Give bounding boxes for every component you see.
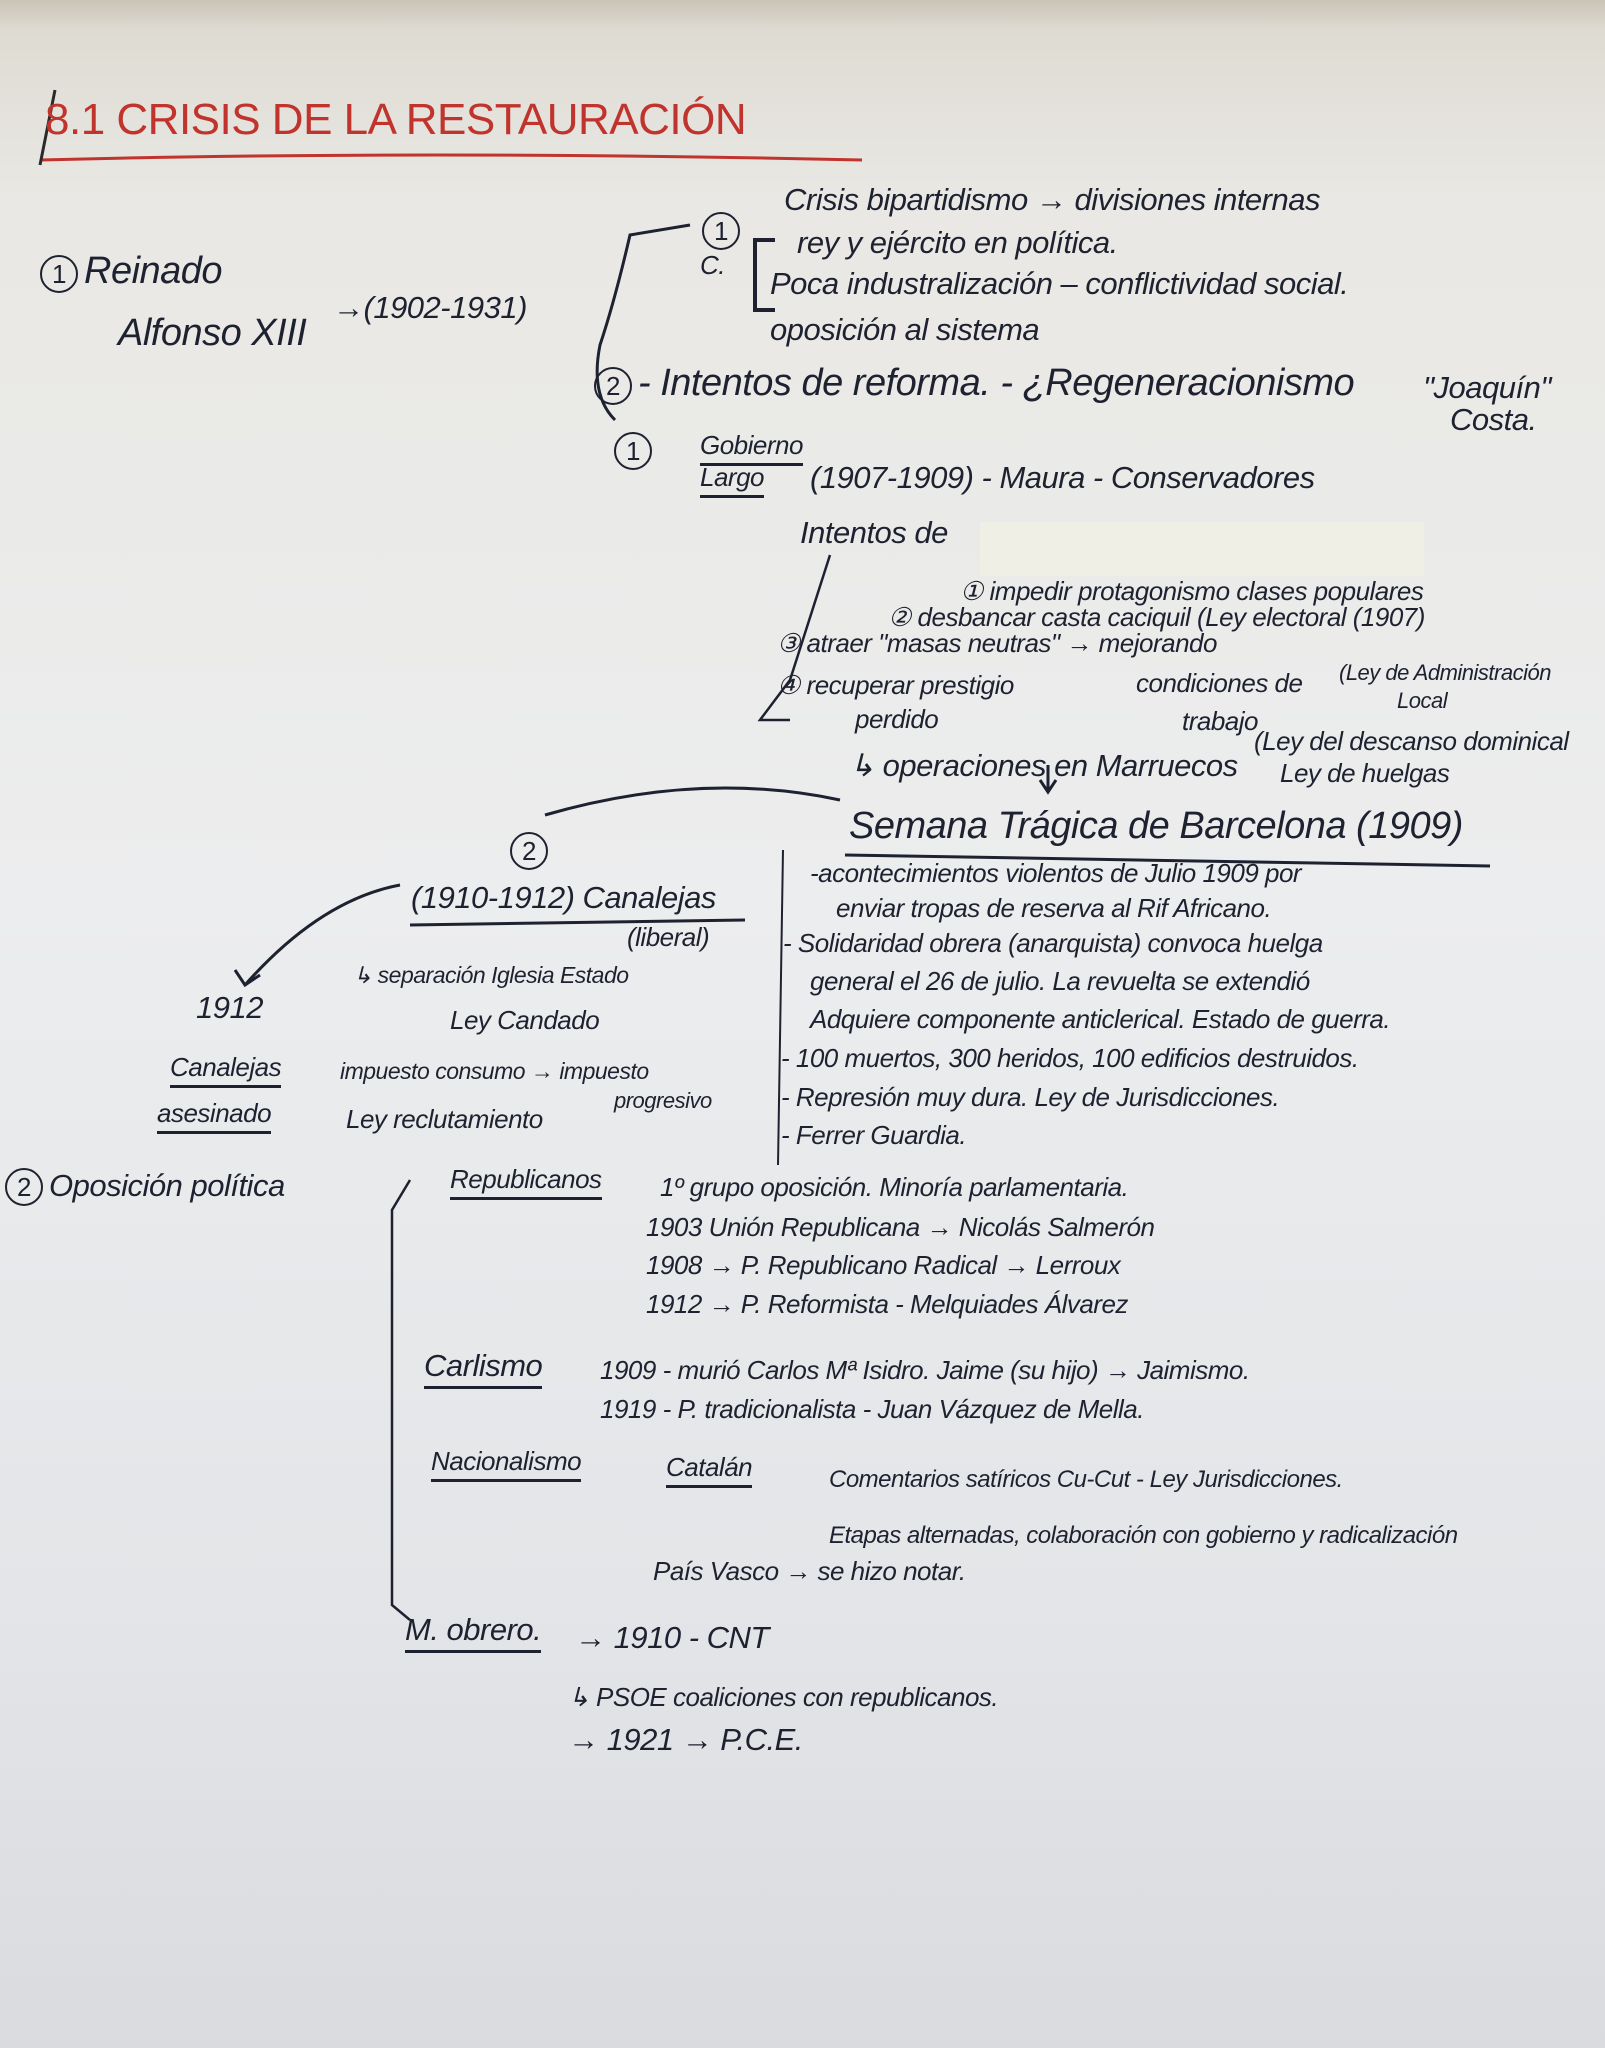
reform-heading: 2- Intentos de reforma. - ¿Regeneracioni… <box>594 362 1355 405</box>
number-circle: 1 <box>702 212 740 250</box>
carlismo-item: 1909 - murió Carlos Mª Isidro. Jaime (su… <box>600 1355 1250 1385</box>
canalejas-death-year: 1912 <box>196 990 263 1025</box>
ley-administracion: (Ley de Administración <box>1339 660 1551 685</box>
canalejas-asesinado: asesinado <box>157 1098 272 1134</box>
semana-line: Adquiere componente anticlerical. Estado… <box>810 1004 1391 1034</box>
number-circle: 2 <box>594 367 632 405</box>
heading-text: Reinado <box>84 250 223 292</box>
canalejas-number: 2 <box>510 832 554 870</box>
perdido-text: perdido <box>855 704 939 734</box>
republicanos-item: 1903 Unión Republicana → Nicolás Salmeró… <box>646 1212 1155 1242</box>
cause-item: Crisis bipartidismo → divisiones interna… <box>784 182 1320 217</box>
semana-line: - Represión muy dura. Ley de Jurisdiccio… <box>781 1082 1280 1112</box>
semana-line: - Solidaridad obrera (anarquista) convoc… <box>783 928 1323 958</box>
republicanos-item: 1912 → P. Reformista - Melquiades Álvare… <box>646 1289 1128 1319</box>
ley-administracion-local: Local <box>1397 688 1448 713</box>
carlismo-item: 1919 - P. tradicionalista - Juan Vázquez… <box>600 1394 1144 1424</box>
condiciones-text: condiciones de <box>1136 668 1303 698</box>
reform-author: "Joaquín" <box>1423 370 1551 405</box>
section-1-subheading: Alfonso XIII <box>118 312 307 354</box>
arrow-marruecos <box>1038 765 1058 795</box>
bracket-opposition <box>390 1179 412 1621</box>
aim-item: ④ recuperar prestigio <box>777 670 1014 700</box>
underline-canalejas <box>409 918 746 927</box>
semana-tragica-title: Semana Trágica de Barcelona (1909) <box>849 805 1463 847</box>
reign-dates: →(1902-1931) <box>333 290 527 325</box>
semana-line: - Ferrer Guardia. <box>781 1120 967 1150</box>
title-underline <box>39 153 863 162</box>
number-circle: 1 <box>614 432 652 470</box>
gobierno-details: (1907-1909) - Maura - Conservadores <box>810 460 1315 495</box>
arrow-to-canalejas <box>544 786 841 817</box>
underline-semana <box>844 853 1491 868</box>
intentos-label: Intentos de <box>800 515 948 550</box>
bracket-intentos <box>757 554 832 722</box>
largo-label: Largo <box>700 462 765 498</box>
cause-item: rey y ejército en política. <box>797 225 1118 260</box>
trabajo-text: trabajo <box>1182 706 1259 736</box>
heading-text: Oposición política <box>49 1168 285 1203</box>
gobierno-number: 1 <box>614 432 658 470</box>
canalejas-item: progresivo <box>614 1088 712 1113</box>
canalejas-name: Canalejas <box>170 1052 282 1088</box>
cause-item: Poca industralización – conflictividad s… <box>770 266 1349 301</box>
semana-line: -acontecimientos violentos de Julio 1909… <box>810 858 1302 888</box>
obrero-item: ↳ PSOE coaliciones con republicanos. <box>568 1682 999 1712</box>
republicanos-item: 1º grupo oposición. Minoría parlamentari… <box>660 1172 1129 1202</box>
obrero-item: → 1921 → P.C.E. <box>568 1722 803 1757</box>
movimiento-obrero-label: M. obrero. <box>405 1612 542 1653</box>
margin-line <box>38 89 57 166</box>
reform-author-surname: Costa. <box>1450 402 1537 437</box>
pais-vasco-item: País Vasco → se hizo notar. <box>653 1556 966 1586</box>
gobierno-label: Gobierno <box>700 430 803 466</box>
arrow-1912 <box>233 883 401 988</box>
aim-item: ③ atraer "masas neutras" → mejorando <box>777 628 1217 658</box>
marruecos-text: ↳ operaciones en Marruecos <box>849 748 1238 783</box>
semana-line: - 100 muertos, 300 heridos, 100 edificio… <box>781 1043 1359 1073</box>
carlismo-label: Carlismo <box>424 1348 543 1389</box>
canalejas-item: Ley reclutamiento <box>346 1104 543 1134</box>
semana-line: general el 26 de julio. La revuelta se e… <box>810 966 1310 996</box>
ley-descanso: (Ley del descanso dominical <box>1254 726 1569 756</box>
aim-item: ① impedir protagonismo clases populares <box>960 576 1424 606</box>
semana-line: enviar tropas de reserva al Rif Africano… <box>836 893 1272 923</box>
number-circle: 2 <box>5 1168 43 1206</box>
causes-tag: C. <box>700 250 726 280</box>
divider-vertical <box>777 849 784 1166</box>
causes-number: 1 <box>702 212 746 250</box>
canalejas-item: Ley Candado <box>450 1005 600 1035</box>
canalejas-party: (liberal) <box>627 922 710 952</box>
canalejas-item: ↳ separación Iglesia Estado <box>353 962 629 988</box>
aim-item: ② desbancar casta caciquil (Ley electora… <box>888 602 1425 632</box>
canalejas-title: (1910-1912) Canalejas <box>411 880 716 915</box>
catalan-item: Etapas alternadas, colaboración con gobi… <box>829 1522 1458 1549</box>
number-circle: 1 <box>40 255 78 293</box>
catalan-label: Catalán <box>666 1452 753 1488</box>
catalan-item: Comentarios satíricos Cu-Cut - Ley Juris… <box>829 1466 1343 1493</box>
canalejas-item: impuesto consumo → impuesto <box>340 1058 649 1084</box>
republicanos-item: 1908 → P. Republicano Radical → Lerroux <box>646 1250 1121 1280</box>
cause-item: oposición al sistema <box>770 312 1040 347</box>
bracket-causes <box>753 238 775 312</box>
obrero-item: → 1910 - CNT <box>575 1620 769 1655</box>
republicanos-label: Republicanos <box>450 1164 602 1200</box>
ley-huelgas: Ley de huelgas <box>1280 758 1450 788</box>
tape-strip <box>980 522 1424 576</box>
nacionalismo-label: Nacionalismo <box>431 1446 582 1482</box>
page-title: 8.1 CRISIS DE LA RESTAURACIÓN <box>45 95 747 144</box>
reform-text: - Intentos de reforma. - ¿Regeneracionis… <box>638 362 1355 404</box>
number-circle: 2 <box>510 832 548 870</box>
